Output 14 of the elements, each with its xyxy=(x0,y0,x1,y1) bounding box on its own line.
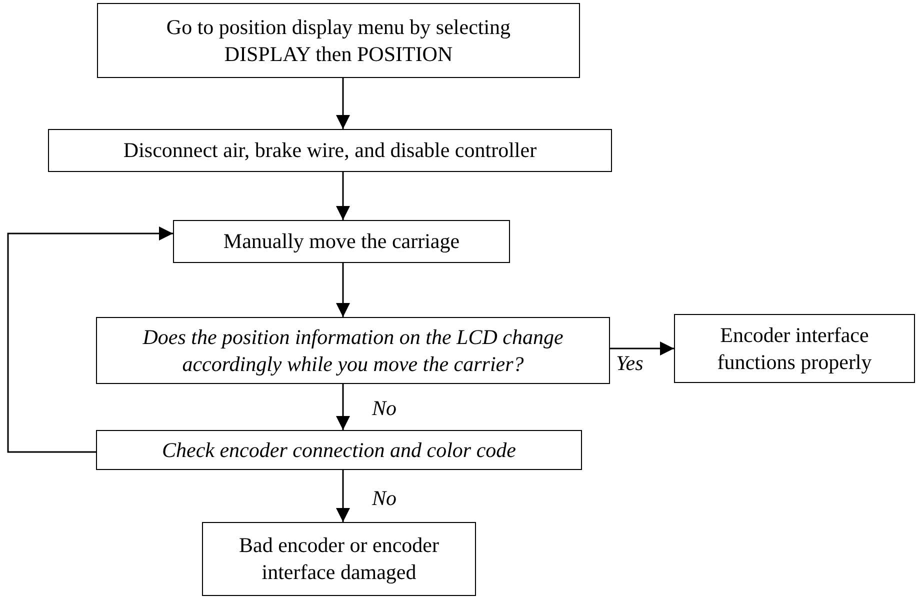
arrow xyxy=(336,263,350,317)
decision-box: Does the position information on the LCD change accordingly while you move the carrier? xyxy=(96,317,610,384)
arrow xyxy=(336,470,350,522)
arrow xyxy=(336,384,350,430)
arrow xyxy=(336,172,350,220)
process-box: Bad encoder or encoder interface damaged xyxy=(202,522,476,596)
arrow xyxy=(610,342,674,356)
arrow xyxy=(7,226,173,453)
process-box: Disconnect air, brake wire, and disable controller xyxy=(48,129,612,172)
decision-box: Check encoder connection and color code xyxy=(96,430,582,470)
process-box: Manually move the carriage xyxy=(173,220,510,263)
process-box: Encoder interface functions properly xyxy=(674,314,915,383)
process-box: Go to position display menu by selecting DISPLAY then POSITION xyxy=(97,3,580,78)
arrow xyxy=(336,78,350,129)
